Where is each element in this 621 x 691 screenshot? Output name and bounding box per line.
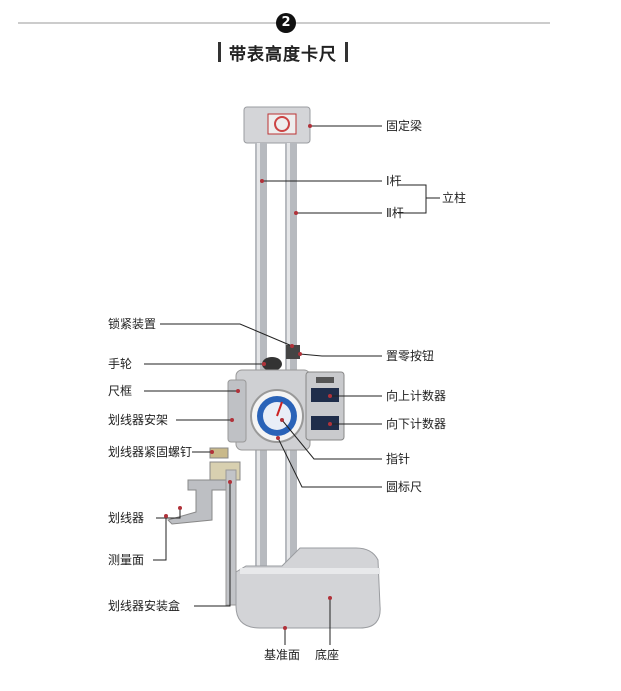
leader-scriber-box <box>194 482 231 607</box>
bracket-posts <box>398 184 427 214</box>
post-left <box>255 143 267 573</box>
page-title: 带表高度卡尺 <box>229 44 337 65</box>
post-left-highlight <box>257 143 260 573</box>
label-scriber-box: 划线器安装盒 <box>108 599 181 613</box>
leader-dots-left <box>164 344 294 518</box>
label-up-counter: 向上计数器 <box>386 389 447 403</box>
handwheel-shape <box>262 357 282 371</box>
label-scriber-screw: 划线器紧固螺钉 <box>108 445 193 459</box>
down-counter-window <box>311 416 339 430</box>
step-number-badge: 2 <box>276 13 296 33</box>
label-frame: 尺框 <box>108 384 133 398</box>
label-scriber: 划线器 <box>108 511 145 525</box>
title-block: 带表高度卡尺 <box>218 41 348 65</box>
scriber-screw-shape <box>209 447 229 459</box>
scriber-shape <box>167 479 229 525</box>
leader-pointer <box>281 419 382 460</box>
label-dial: 圆标尺 <box>386 480 423 494</box>
leaders-left <box>144 323 293 607</box>
leader-dots-right <box>260 124 332 630</box>
leader-dial <box>277 437 382 488</box>
beam-emblem-circle <box>274 116 290 132</box>
scriber-box-shape <box>225 469 237 606</box>
leaders-right <box>262 125 440 645</box>
scriber-mount-shape <box>227 379 247 443</box>
leader-zero-pin <box>299 353 382 357</box>
leader-scriber <box>156 508 181 519</box>
leader-measure-face <box>153 516 167 561</box>
lock-knob <box>286 345 300 359</box>
label-measure-face: 测量面 <box>108 553 145 567</box>
label-fixed-beam: 固定梁 <box>386 119 423 133</box>
label-down-counter: 向下计数器 <box>386 417 447 431</box>
dial-pointer <box>276 401 283 417</box>
label-lock-device: 锁紧装置 <box>108 317 157 331</box>
title-left-bar <box>218 42 221 62</box>
label-handwheel: 手轮 <box>108 357 133 371</box>
label-base: 底座 <box>315 648 340 662</box>
label-pointer: 指针 <box>386 452 411 466</box>
label-base-surface: 基准面 <box>264 648 301 662</box>
label-scriber-mount: 划线器安架 <box>108 413 169 427</box>
up-counter-window <box>311 388 339 402</box>
base-top-highlight <box>240 568 380 574</box>
leader-lock-device <box>160 323 293 347</box>
title-right-bar <box>345 42 348 62</box>
label-post-1: I杆 <box>386 174 402 188</box>
label-zero-pin: 置零按钮 <box>386 349 435 363</box>
zero-button-shape <box>316 377 334 383</box>
label-post-2: Ⅱ杆 <box>386 206 404 220</box>
beam-emblem <box>267 113 297 135</box>
label-posts-group: 立柱 <box>442 191 467 205</box>
